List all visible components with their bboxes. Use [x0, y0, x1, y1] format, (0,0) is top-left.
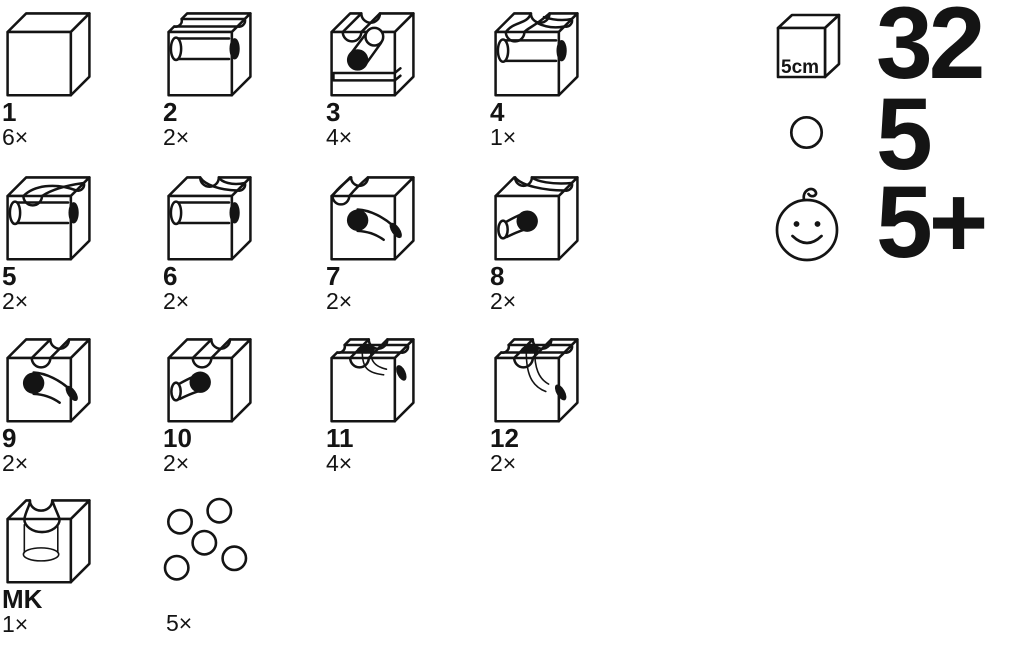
- part-cell-mk: MK 1×: [2, 493, 152, 636]
- part-number: 11: [326, 423, 354, 453]
- total-marbles-value: 5: [876, 77, 933, 191]
- cube-size-label: 5cm: [781, 57, 819, 78]
- part-number: 4: [490, 97, 505, 127]
- part-cell-1: 1 6×: [2, 6, 152, 149]
- legend-panel: 5cm 32 5 5+: [770, 0, 1024, 300]
- cross-channel-drop-exit-low-cube-icon: [494, 338, 579, 423]
- curve-inner-drop-cube-icon: [330, 176, 415, 261]
- part-count: 2×: [163, 124, 190, 150]
- part-number: 10: [163, 423, 192, 453]
- channel-inner-curve-drop-cube-icon: [6, 338, 91, 423]
- part-cell-11: 11 4×: [326, 332, 476, 475]
- open-basin-cube-icon: [6, 499, 91, 584]
- part-cell-4: 4 1×: [490, 6, 640, 149]
- part-count: 2×: [490, 450, 517, 476]
- part-cell-3: 3 4×: [326, 6, 476, 149]
- part-count: 4×: [326, 450, 353, 476]
- part-cell-5: 5 2×: [2, 170, 152, 313]
- part-count: 2×: [490, 288, 517, 314]
- curve-inner-side-entry-cube-icon: [494, 176, 579, 261]
- part-number: 1: [2, 97, 17, 127]
- part-cell-10: 10 2×: [163, 332, 313, 475]
- part-cell-9: 9 2×: [2, 332, 152, 475]
- part-cell-7: 7 2×: [326, 170, 476, 313]
- channel-inner-drop-cube-icon: [330, 12, 415, 97]
- part-number: 6: [163, 261, 178, 291]
- part-number: 12: [490, 423, 519, 453]
- part-count: 2×: [2, 288, 29, 314]
- marble-icon: [789, 115, 824, 150]
- part-cell-8: 8 2×: [490, 170, 640, 313]
- part-count: 2×: [2, 450, 29, 476]
- part-count: 1×: [490, 124, 517, 150]
- part-number: 8: [490, 261, 505, 291]
- part-count: 2×: [163, 450, 190, 476]
- straight-channel-tunnel-cube-icon: [167, 12, 252, 97]
- channel-inner-side-entry-cube-icon: [167, 338, 252, 423]
- curve-tunnel-cube-icon: [6, 176, 91, 261]
- age-value: 5+: [876, 165, 988, 279]
- part-count: 4×: [326, 124, 353, 150]
- part-count: 2×: [326, 288, 353, 314]
- marbles-count: 5×: [166, 610, 193, 636]
- part-number: 7: [326, 261, 341, 291]
- part-number: MK: [2, 584, 43, 614]
- part-count: 6×: [2, 124, 29, 150]
- part-count: 1×: [2, 611, 29, 637]
- cross-channel-curve-exit-mid-cube-icon: [330, 338, 415, 423]
- total-cubes-value: 32: [876, 0, 985, 100]
- part-number: 9: [2, 423, 17, 453]
- curve-tunnel-reversed-cube-icon: [167, 176, 252, 261]
- age-baby-icon: [775, 187, 839, 262]
- plain-cube-icon: [6, 12, 91, 97]
- part-cell-12: 12 2×: [490, 332, 640, 475]
- part-cell-6: 6 2×: [163, 170, 313, 313]
- part-number: 5: [2, 261, 17, 291]
- measure-cube-icon: 5cm: [776, 13, 841, 79]
- part-cell-2: 2 2×: [163, 6, 313, 149]
- marbles-cell: 5×: [163, 493, 316, 636]
- five-marbles-icon: [163, 497, 248, 581]
- part-number: 2: [163, 97, 178, 127]
- part-count: 2×: [163, 288, 190, 314]
- marbles-number-spacer: [166, 585, 316, 611]
- double-curve-tunnel-cube-icon: [494, 12, 579, 97]
- part-number: 3: [326, 97, 341, 127]
